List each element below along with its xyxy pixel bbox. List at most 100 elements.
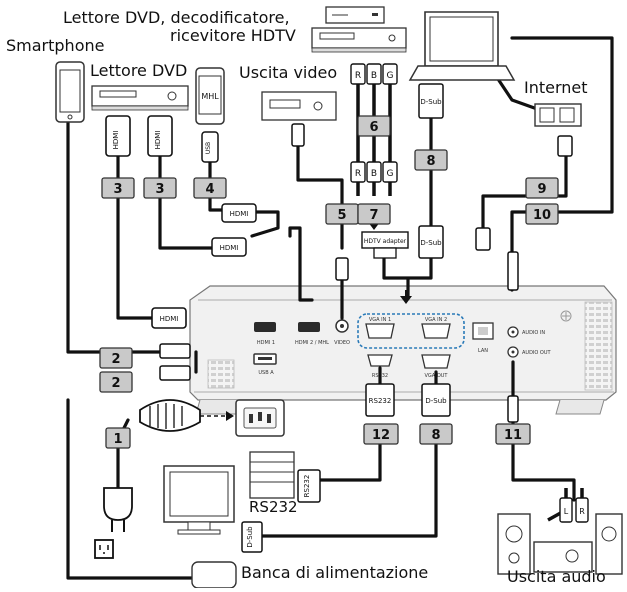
label-smartphone: Smartphone [6,36,105,55]
cable-8-bottom [256,438,438,538]
cable-2-lower-power [66,398,196,580]
svg-text:HDMI: HDMI [112,131,120,150]
video-out-device [261,91,337,121]
svg-text:RS232: RS232 [303,475,311,498]
cable-9 [481,148,568,230]
port-vga-in2 [421,323,451,339]
usb-connector-1 [159,343,191,359]
usb-connector-2 [159,365,191,381]
badge-4: 4 [193,177,227,199]
svg-text:G: G [387,71,394,81]
audio-out-jack [507,395,519,423]
badge-6: 6 [357,115,391,137]
rs232-connector-projector [365,383,395,417]
svg-text:R: R [355,71,361,81]
speakers-device [497,513,623,575]
dvd-decoder-hdtv-devices [311,6,407,53]
svg-text:HDMI: HDMI [230,210,249,218]
label-audio-out: Uscita audio [507,567,606,586]
video-rca-connector-top [291,123,305,147]
power-cable [94,399,234,559]
video-rca-connector-bottom [335,257,349,281]
vga-in-group-highlight [357,313,465,349]
cable-12-bottom [316,438,382,482]
cable-number-badges: 1 2 2 3 3 4 5 6 7 8 8 9 10 11 12 [99,115,559,449]
label-internet: Internet [524,78,588,97]
monitor-device [163,465,235,535]
cable-10 [510,36,614,292]
svg-text:8: 8 [426,154,435,169]
svg-text:6: 6 [369,120,378,135]
port-rs232 [367,354,393,367]
hdmi-connector-mhl-b [211,237,247,257]
svg-text:12: 12 [372,428,390,443]
badge-9: 9 [525,177,559,199]
dsub-connector-monitor [241,521,263,553]
rgb-connectors-top: R B G [350,63,398,85]
cable-hdmi-mhl [250,210,314,302]
internet-wall-port [534,103,582,127]
svg-text:HDTV adapter: HDTV adapter [364,238,407,245]
port-hdmi1 [254,322,276,332]
badge-2b: 2 [99,371,133,393]
rgb-connectors-bottom: R B G [350,161,398,183]
cable-5-upper [296,144,344,250]
svg-text:HDMI: HDMI [154,131,162,150]
svg-text:9: 9 [537,182,546,197]
label-dvd-decoder-hdtv: Lettore DVD, decodificatore, [63,8,290,27]
svg-text:5: 5 [337,208,346,223]
hdmi-connector-right [147,115,173,157]
power-bank-device [191,561,237,589]
label-hdtv-receiver: ricevitore HDTV [170,26,296,45]
port-audioin-label: AUDIO IN [522,330,545,336]
connectors: HDMI HDMI USB HDMI HDMI HDMI R B G R B G [105,63,589,553]
dvd-player-device [91,85,189,111]
port-usba-label: USB A [258,370,274,376]
port-vgain2-label: VGA IN 2 [425,317,447,323]
audio-in-jack [507,251,519,291]
hdmi-connector-projector [151,307,187,329]
svg-text:10: 10 [533,208,551,223]
svg-text:D-Sub: D-Sub [246,526,254,548]
badge-1: 1 [105,427,131,449]
hdmi-connector-left [105,115,131,157]
port-hdmi1-label: HDMI 1 [257,340,275,346]
svg-text:USB: USB [205,142,212,154]
mhl-device: MHL [195,67,225,125]
port-lan-label: LAN [478,348,488,354]
svg-text:8: 8 [431,428,440,443]
usb-connector-mhl [201,131,219,163]
cable-3-right [158,134,214,250]
badge-12: 12 [363,423,399,445]
port-hdmi2-label: HDMI 2 / MHL [295,340,329,346]
laptop-device [408,11,516,81]
port-video-label: VIDEO [334,340,350,346]
cable-4 [208,146,224,212]
svg-text:7: 7 [369,208,378,223]
cable-3-left [116,134,154,320]
label-power-bank: Banca di alimentazione [241,563,429,582]
port-vgain1-label: VGA IN 1 [369,317,391,323]
wall-plug-icon [103,487,133,521]
hdmi-connector-mhl-a [221,203,257,223]
svg-text:3: 3 [113,182,122,197]
smartphone-device [55,61,85,123]
badge-10: 10 [525,203,559,225]
port-vga-out [421,354,451,369]
svg-text:HDMI: HDMI [220,244,239,252]
svg-text:D-Sub: D-Sub [420,239,442,247]
dsub-connector-projector-in [418,225,444,259]
badge-7: 7 [357,203,391,225]
svg-text:HDMI: HDMI [160,315,179,323]
svg-text:D-Sub: D-Sub [420,98,442,106]
projector-ports: HDMI 1 HDMI 2 / MHL USB A VIDEO VGA IN 1… [235,313,552,437]
dsub-connector-vga-out [421,383,451,417]
svg-text:L: L [564,507,569,516]
mhl-label: MHL [201,92,219,101]
svg-text:G: G [387,169,394,179]
badge-3a: 3 [101,177,135,199]
lan-connector-internet [557,135,573,157]
label-rs232: RS232 [249,498,298,516]
badge-2a: 2 [99,347,133,369]
